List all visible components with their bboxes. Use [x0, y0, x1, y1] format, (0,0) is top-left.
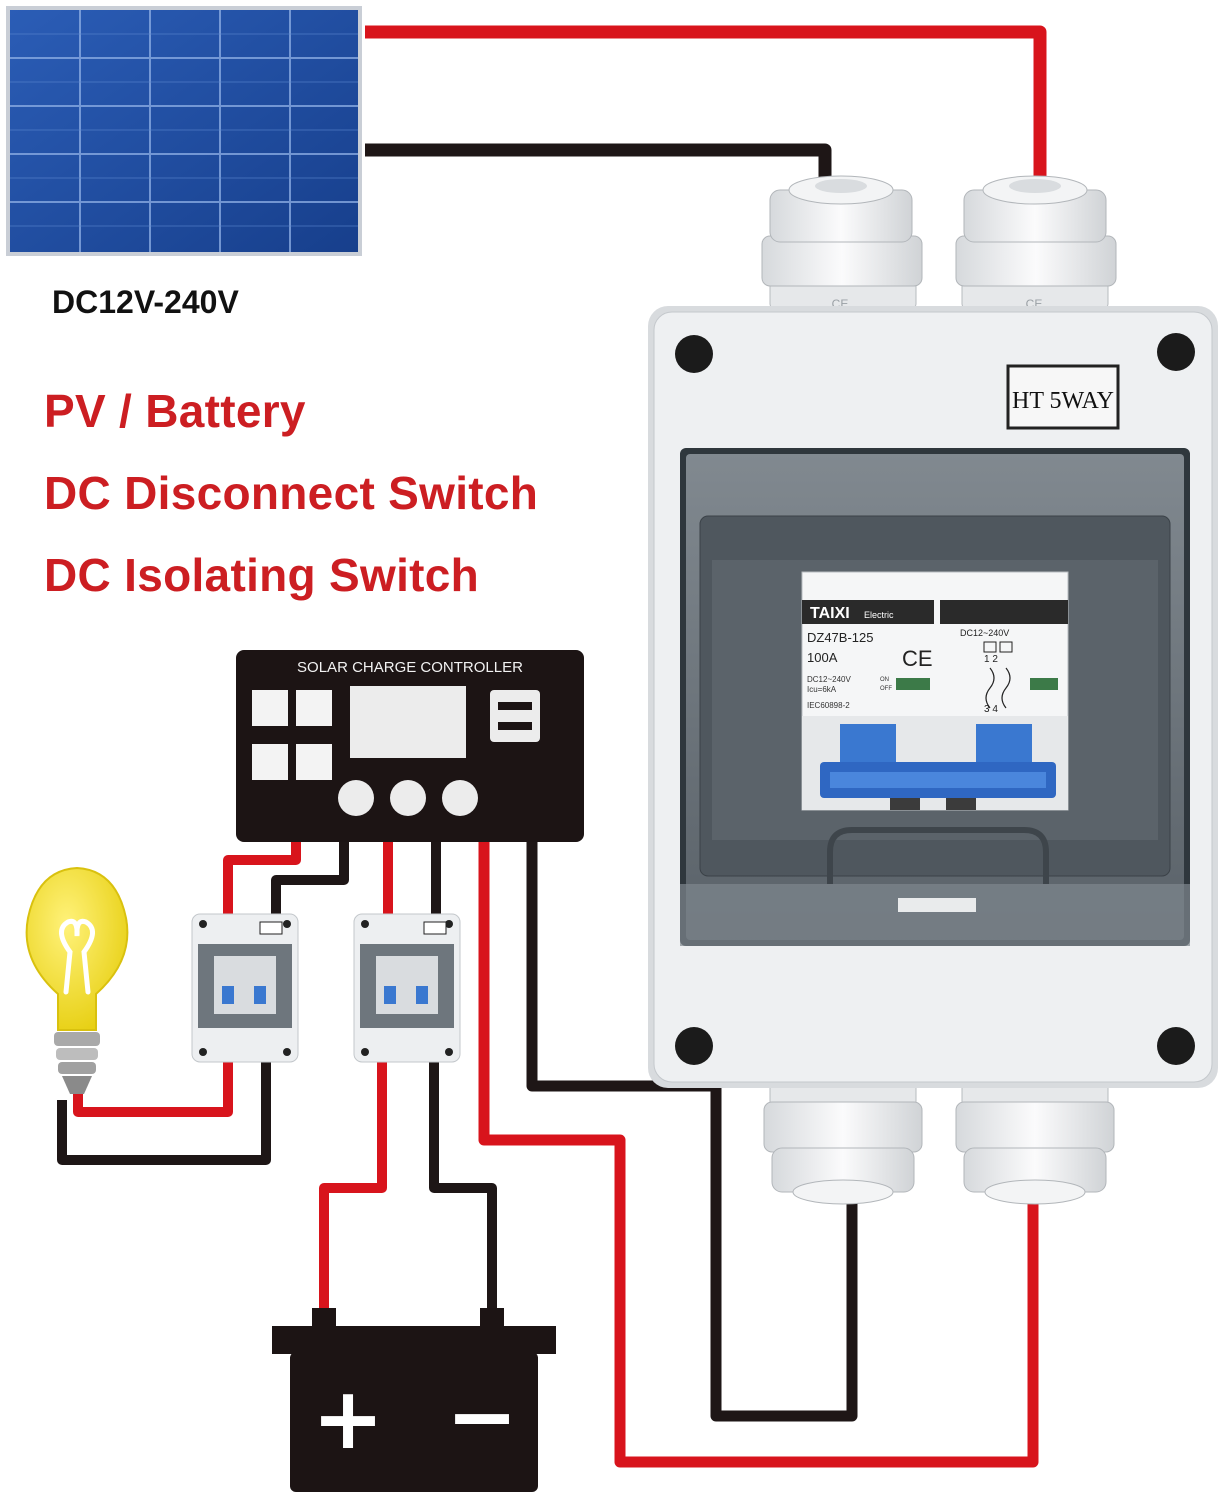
breaker-voltage-spec: DC12~240V [960, 628, 1009, 638]
breaker-on-label: ON [880, 677, 889, 683]
breaker-terminals-bottom: 3 4 [984, 704, 998, 715]
enclosure-badge [1006, 364, 1120, 430]
heading-line-2: DC Disconnect Switch [44, 467, 539, 519]
voltage-range-label: DC12V-240V [52, 284, 239, 320]
breaker-model: DZ47B-125 [807, 630, 873, 645]
controller-to-load-breaker-negative [271, 842, 349, 922]
breaker-status-indicator-right [1030, 678, 1058, 690]
heading-line-3: DC Isolating Switch [44, 549, 480, 601]
battery-negative-wire [429, 1062, 497, 1316]
breaker-brand: TAIXI [810, 605, 850, 622]
load-breaker-box [191, 913, 299, 1063]
breaker-spec-line-1: DC12~240V [807, 675, 851, 684]
breaker-standard: IEC60898-2 [807, 701, 850, 710]
controller-icon-4 [296, 744, 332, 780]
solar-panel [6, 6, 362, 256]
controller-button-2 [390, 780, 426, 816]
breaker-terminals-top: 1 2 [984, 654, 998, 665]
pv-positive-wire [365, 25, 1047, 182]
enclosure-badge-text: HT 5WAY [1012, 388, 1114, 414]
controller-icon-1 [252, 690, 288, 726]
battery-positive-wire [319, 1062, 387, 1316]
controller-to-box-positive-wire [478, 842, 1039, 1468]
load-positive-wire [73, 1062, 233, 1117]
breaker-rating: 100A [807, 650, 838, 665]
top-right-cable-gland [955, 175, 1117, 309]
battery-icon: + − [272, 1308, 556, 1492]
light-bulb-icon [25, 866, 129, 1094]
controller-icon-2 [296, 690, 332, 726]
wires [57, 25, 1047, 1468]
bottom-right-cable-gland [955, 1081, 1115, 1205]
breaker-status-indicator-left [896, 678, 930, 690]
pv-negative-wire [365, 143, 832, 182]
controller-display [350, 686, 466, 758]
screw-bottom-left [675, 1027, 713, 1065]
breaker-ce-mark: CE [902, 646, 933, 671]
solar-cell-grid [10, 10, 358, 252]
top-left-cable-gland [761, 175, 923, 309]
controller-to-box-negative-wire [526, 842, 858, 1422]
screw-top-left [675, 335, 713, 373]
solar-charge-controller: SOLAR CHARGE CONTROLLER [236, 650, 584, 842]
battery-negative-symbol: − [446, 1367, 518, 1467]
controller-usb-port [490, 690, 540, 742]
dc-breaker-enclosure: CE CE HT 5WAY [648, 175, 1218, 1205]
battery-positive-symbol: + [312, 1369, 384, 1469]
dc-isolating-breaker: TAIXI Electric DZ47B-125 100A CE DC12~24… [801, 571, 1069, 811]
controller-button-1 [338, 780, 374, 816]
breaker-spec-line-2: Icu=6kA [807, 685, 837, 694]
controller-button-3 [442, 780, 478, 816]
load-negative-wire [57, 1062, 271, 1165]
controller-icon-3 [252, 744, 288, 780]
screw-top-right [1157, 333, 1195, 371]
heading-line-1: PV / Battery [44, 385, 306, 437]
controller-to-load-breaker-positive [223, 842, 301, 922]
breaker-brand-suffix: Electric [864, 610, 894, 620]
screw-bottom-right [1157, 1027, 1195, 1065]
bottom-left-cable-gland [763, 1081, 923, 1205]
battery-breaker-box [353, 913, 461, 1063]
breaker-off-label: OFF [880, 686, 892, 692]
controller-title: SOLAR CHARGE CONTROLLER [297, 659, 523, 676]
